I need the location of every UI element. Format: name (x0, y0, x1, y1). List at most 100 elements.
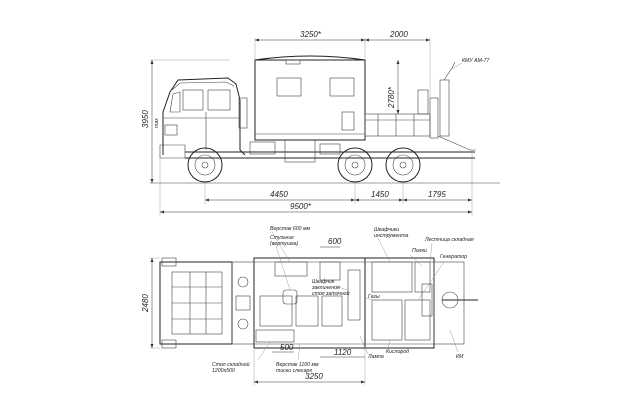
leader-generator (417, 261, 445, 301)
front-wheel (187, 147, 223, 183)
crane-column (439, 79, 450, 137)
label-partition-2: заклинения (311, 285, 340, 291)
engine-part-1 (237, 276, 249, 288)
dim-width: 2480 (141, 294, 150, 313)
body-window-2 (329, 77, 355, 97)
workbench-1100 (255, 329, 295, 343)
label-oxygen: Кислород (386, 349, 409, 355)
body-top-outline (253, 257, 435, 349)
step-box (319, 143, 341, 155)
van-body (254, 59, 366, 141)
label-table-2: 1200х500 (212, 368, 235, 374)
leader-workbench-1100 (297, 343, 301, 361)
dim-bogie-spacing: 1450 (371, 190, 389, 199)
label-shelves: Полки (412, 248, 427, 254)
cab-roof (171, 81, 235, 91)
label-workbench-1100-1: Верстак 1100 мм (276, 362, 319, 368)
leader-oxygen (387, 339, 391, 349)
mirror-top-left (161, 257, 177, 267)
shelves (414, 261, 431, 293)
dim-body-height: 2780* (387, 86, 396, 109)
battery-box (249, 141, 276, 155)
mirror-top-right (161, 339, 177, 349)
crane-boom (443, 61, 456, 81)
leader-stairs (429, 242, 433, 263)
crane-outrigger (437, 135, 476, 151)
label-crane: КМУ АМ-77 (462, 58, 491, 64)
cab-window-side (207, 89, 231, 111)
leader-crane-top (449, 329, 459, 353)
front-bumper (159, 144, 186, 159)
rear-wheel-2 (385, 147, 421, 183)
body-window-1 (276, 77, 302, 97)
cab-window-front (182, 89, 204, 111)
label-partition-3: стол заточной (312, 290, 350, 297)
rear-platform (364, 113, 431, 137)
label-cabinets-2: инструмента (374, 233, 408, 239)
label-gas: Газы (368, 294, 380, 300)
door-opening (319, 261, 341, 281)
leader-gas (365, 297, 373, 301)
tool-cabinets (371, 261, 413, 293)
leader-folding-table (257, 341, 271, 361)
label-lamp: Лампа (367, 354, 384, 360)
leader-workbench (271, 231, 291, 263)
dim-rear-section: 1120 (334, 348, 352, 357)
dim-door-width: 600 (328, 237, 342, 246)
dim-height-total: 3950 (141, 110, 150, 128)
dim-rear-overhang-top: 2000 (389, 30, 408, 39)
rear-wheel-1 (337, 147, 373, 183)
crane-leader (449, 62, 463, 71)
label-cabinets-1: Шкафчики (374, 227, 399, 233)
label-crane-short: КМ (456, 354, 464, 360)
leader-lamp (359, 335, 369, 355)
dim-rear-overhang: 1795 (428, 190, 446, 199)
workbench-600 (274, 261, 308, 277)
label-workbench-1100-2: тиски слесаря (276, 368, 312, 374)
dim-overall-length: 9500* (290, 202, 312, 211)
dim-aisle: 500 (280, 343, 294, 352)
headlight (164, 124, 178, 136)
rear-platform-top (433, 261, 465, 345)
crane-base (429, 97, 439, 139)
leader-partition (333, 285, 349, 291)
engine-part-3 (235, 295, 251, 311)
cab-mirror-box (238, 97, 248, 129)
label-folding-stairs: Лестница складная (424, 237, 474, 243)
dim-body-length: 3250* (300, 30, 322, 39)
label-generator: Генератор (440, 254, 467, 260)
dim-height-max-label: max (154, 118, 160, 128)
body-hatch (341, 111, 355, 131)
crane-turret (441, 291, 459, 309)
dim-body-length-top: 3250 (305, 372, 323, 381)
cab-outline (162, 77, 246, 156)
chair-swivel (282, 289, 298, 305)
sharpening-table (347, 269, 361, 321)
leader-chair (275, 245, 291, 291)
label-table-1: Стол складной (212, 361, 250, 368)
label-chair-2: (вертушка) (270, 241, 299, 247)
generator-box (404, 299, 431, 341)
spare-wheel-top (421, 283, 433, 317)
fuel-tank (284, 139, 316, 163)
gas-cylinders (371, 299, 403, 341)
label-workbench-600: Верстак 600 мм (270, 226, 311, 232)
top-view: 2480 600 500 1120 3250 Верстак 600 мм Ст… (141, 226, 478, 385)
leader-cabinets (377, 237, 391, 263)
leader-shelves (409, 254, 423, 267)
roof-vent (285, 59, 301, 65)
spare-wheel (417, 89, 429, 115)
cabinet-left (321, 295, 343, 327)
seat (295, 295, 319, 327)
side-view: 3250* 2000 3950 max 2780* КМУ АМ-77 4450… (141, 30, 500, 215)
van-roof (254, 55, 366, 61)
engine-area (231, 261, 255, 345)
dim-wheelbase-front: 4450 (270, 190, 288, 199)
label-chair-1: Стульчик (270, 235, 294, 241)
label-partition-1: Шкафчик (312, 279, 335, 285)
folding-table (259, 295, 293, 327)
engine-part-2 (237, 318, 249, 330)
windshield (169, 91, 181, 113)
